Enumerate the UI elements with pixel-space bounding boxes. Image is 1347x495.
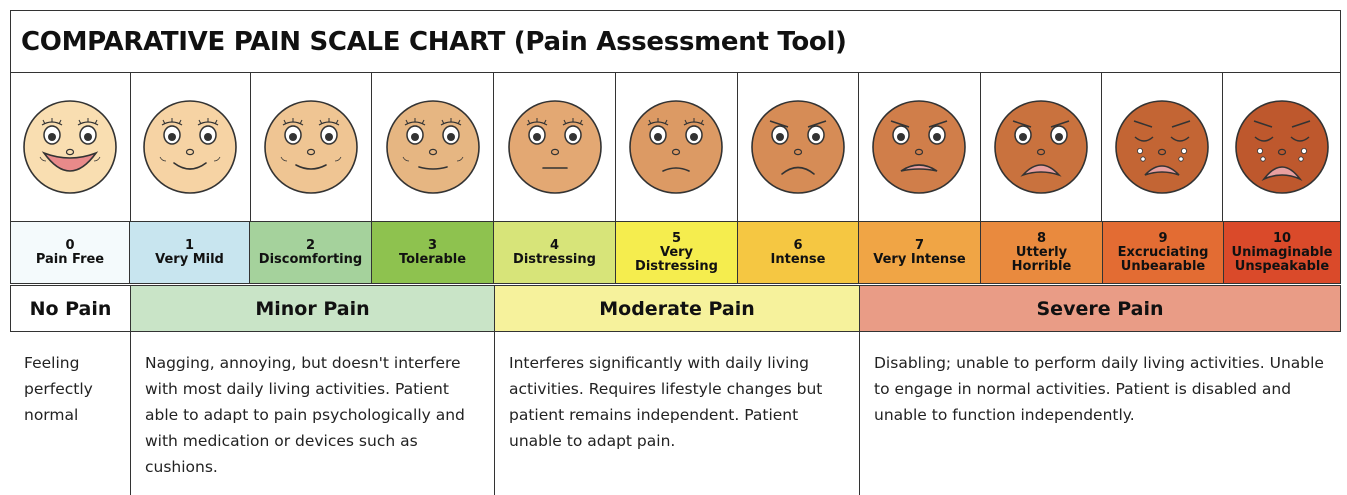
face-cell-6: [738, 73, 859, 221]
category-minor-pain: Minor Pain: [130, 285, 495, 332]
category-no-pain: No Pain: [10, 285, 131, 332]
pain-face-10-icon: [1234, 100, 1329, 194]
level-number: 5: [671, 230, 682, 246]
pain-face-8-icon: [994, 100, 1088, 194]
face-cell-3: [372, 73, 495, 221]
level-label: Intense: [770, 251, 826, 267]
level-label: Very Intense: [873, 251, 966, 267]
level-number: 7: [914, 237, 925, 253]
pain-face-5-icon: [629, 100, 724, 194]
pain-face-9-icon: [1115, 100, 1210, 194]
level-label: Pain Free: [35, 251, 105, 267]
description-row: Feeling perfectly normal Nagging, annoyin…: [10, 332, 1341, 495]
pain-face-3-icon: [386, 100, 480, 194]
face-cell-8: [981, 73, 1103, 221]
level-number: 1: [184, 237, 195, 253]
level-label: Distressing: [513, 251, 596, 267]
level-number: 3: [427, 237, 438, 253]
level-number: 10: [1272, 230, 1292, 246]
category-severe-pain: Severe Pain: [859, 285, 1341, 332]
pain-face-4-icon: [507, 100, 602, 194]
level-number: 0: [65, 237, 75, 253]
face-cell-7: [859, 73, 981, 221]
faces-row: [10, 72, 1341, 222]
description-3: Disabling; unable to perform daily livin…: [859, 332, 1341, 495]
description-0: Feeling perfectly normal: [24, 354, 93, 424]
face-cell-9: [1102, 73, 1224, 221]
description-2: Interferes significantly with daily livi…: [494, 332, 859, 495]
pain-face-7-icon: [872, 100, 966, 194]
pain-face-2-icon: [264, 100, 358, 194]
level-label: Unimaginable Unspeakable: [1231, 244, 1333, 274]
level-label: Excruciating Unbearable: [1117, 244, 1209, 274]
level-number: 9: [1158, 230, 1168, 246]
level-label: Utterly Horrible: [1011, 244, 1072, 274]
description-1: Nagging, annoying, but doesn't interfere…: [130, 332, 494, 495]
pain-face-1-icon: [143, 100, 238, 194]
face-cell-5: [616, 73, 738, 221]
level-number: 6: [793, 237, 803, 253]
category-moderate-pain: Moderate Pain: [494, 285, 860, 332]
level-label: Very Distressing: [635, 244, 718, 274]
face-cell-0: [11, 73, 131, 221]
level-number: 2: [305, 237, 316, 253]
level-label: Discomforting: [258, 251, 363, 267]
face-cell-10: [1223, 73, 1340, 221]
pain-face-0-icon: [23, 100, 118, 194]
level-label: Tolerable: [398, 251, 467, 267]
pain-face-6-icon: [750, 100, 845, 194]
face-cell-2: [251, 73, 373, 221]
level-label: Very Mild: [155, 251, 224, 267]
face-cell-4: [494, 73, 617, 221]
chart-title: COMPARATIVE PAIN SCALE CHART (Pain Asses…: [10, 10, 1341, 72]
level-number: 4: [549, 237, 560, 253]
face-cell-1: [131, 73, 251, 221]
level-number: 8: [1036, 230, 1047, 246]
